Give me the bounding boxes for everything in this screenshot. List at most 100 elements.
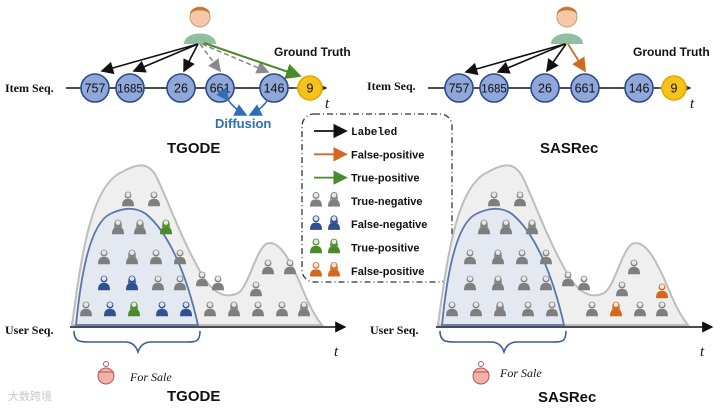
legend-item: True-negative [310,192,423,208]
time-label: t [690,96,695,112]
item-id-label: 146 [629,82,650,96]
user-icon [310,192,322,207]
target-item-node: 9 [657,71,691,105]
item-node: 26 [530,73,560,103]
user-icon [492,249,504,265]
legend-label: True-negative [351,196,423,208]
top-right-panel: Ground Truth Item Seq. t 757 1685 26 661 146… [367,6,710,157]
user-icon [656,283,668,299]
for-sale-label: For Sale [499,366,542,380]
user-icon [628,259,640,275]
target-item-node: 9 [293,71,327,105]
user-icon [328,261,340,277]
for-sale-brace [439,330,567,355]
item-node: 661 [205,73,235,103]
item-seq-label: Item Seq. [5,81,54,95]
user-icon [470,301,482,317]
user-icon [562,271,574,287]
user-crowd [80,191,310,317]
user-icon [328,192,340,207]
bottom-left-panel: User Seq. t For Sale TGODE [5,164,347,405]
user-icon [516,249,528,265]
user-icon [134,219,146,235]
item-node: 1685 [479,73,509,103]
item-id-label: 661 [575,82,596,96]
item-node: 757 [444,73,474,103]
user-icon [180,301,192,317]
user-icon [546,301,558,317]
user-icon [98,275,110,291]
user-icon [104,301,116,317]
user-icon [488,191,500,207]
user-icon [128,301,140,317]
user-icon [126,249,138,265]
user-icon [616,281,628,297]
model-name-top: TGODE [167,140,220,157]
legend-label: Labeled [351,127,397,139]
user-icon [156,301,168,317]
item-id-label: 661 [210,82,231,96]
ground-truth-label: Ground Truth [633,45,710,59]
user-icon [250,281,262,297]
time-label: t [334,344,339,360]
item-node: 26 [166,73,196,103]
legend-label: False-positive [351,149,424,161]
user-icon [478,219,490,235]
user-avatar-icon [551,6,583,44]
item-id-label: 9 [671,82,678,96]
user-icon [464,249,476,265]
legend-label: False-negative [351,219,427,231]
user-seq-label: User Seq. [5,323,53,337]
item-node: 1685 [115,73,145,103]
time-label: t [700,344,705,360]
item-id-label: 1685 [117,84,143,96]
legend-item: True-positive [314,170,419,185]
user-icon [174,275,186,291]
model-name-bottom: SASRec [538,389,596,406]
user-icon [252,301,264,317]
item-node: 757 [80,73,110,103]
user-icon [228,301,240,317]
user-icon [540,249,552,265]
time-label: t [325,96,330,112]
item-id-label: 26 [538,82,552,96]
gift-icon [472,361,490,385]
user-icon [122,191,134,207]
model-name-top: SASRec [540,140,598,157]
for-sale-curve [441,207,566,326]
user-icon [514,191,526,207]
user-icon [492,275,504,291]
user-icon [98,249,110,265]
user-icon [298,301,310,317]
watermark: 大数跨境 [8,389,52,403]
item-id-label: 1685 [481,84,507,96]
user-icon [204,301,216,317]
ground-truth-label: Ground Truth [274,45,351,59]
for-sale-curve [75,207,200,326]
legend-item: False-positive [314,147,424,162]
user-icon [126,275,138,291]
user-seq-label: User Seq. [370,323,418,337]
legend-item: False-positive [310,261,424,278]
legend-label: True-positive [351,173,419,185]
user-icon [578,275,590,291]
item-id-label: 146 [264,82,285,96]
user-icon [494,301,506,317]
user-icon [310,215,322,230]
user-avatar-icon [184,6,216,44]
item-seq-label: Item Seq. [367,79,416,93]
user-icon [518,275,530,291]
user-icon [80,301,92,317]
user-icon [500,219,512,235]
user-icon [148,191,160,207]
diffusion-arrows [216,87,269,116]
user-icon [310,261,322,277]
user-icon [196,271,208,287]
for-sale-label: For Sale [129,370,172,384]
user-icon [276,301,288,317]
recommendation-arrows [464,43,586,76]
item-nodes: 757 1685 26 661 146 9 [444,71,691,105]
top-left-panel: Ground Truth Item Seq. t 757 1685 26 661 146… [5,6,351,157]
